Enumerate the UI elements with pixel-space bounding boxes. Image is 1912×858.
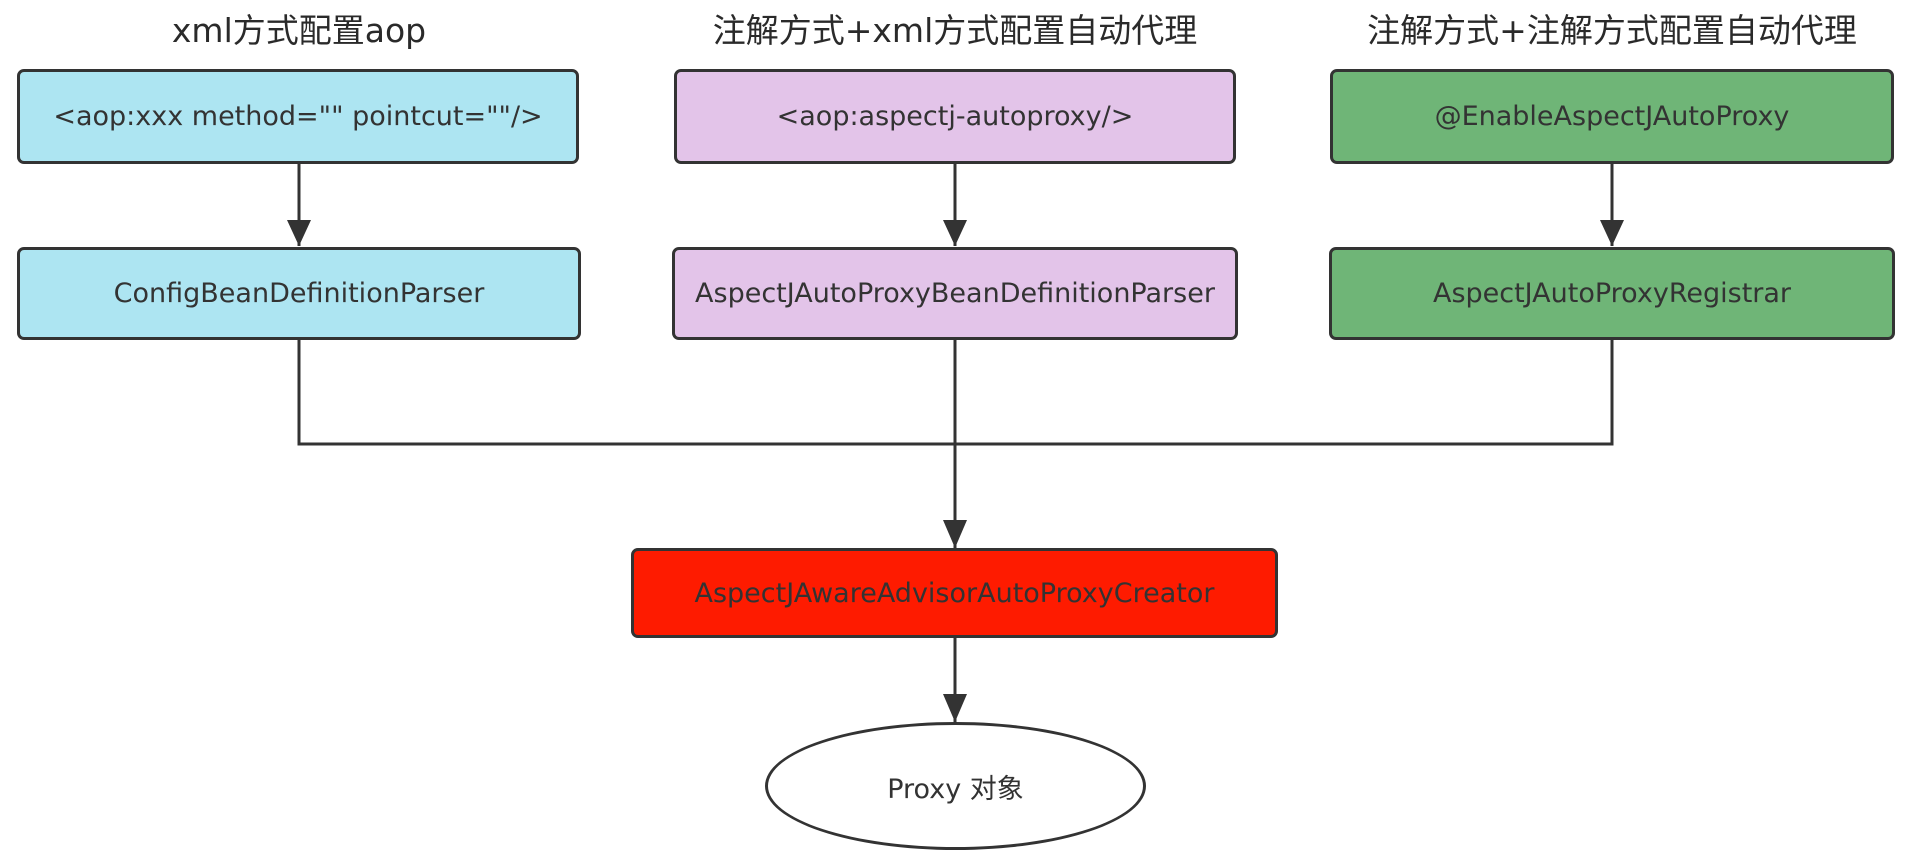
aop-xml-config-box: <aop:xxx method="" pointcut=""/> [17,69,579,164]
aspectj-autoproxy-registrar-box: AspectJAutoProxyRegistrar [1329,247,1895,340]
enable-aspectj-autoproxy-box: @EnableAspectJAutoProxy [1330,69,1894,164]
arrowhead-col1 [287,220,311,246]
aspectj-aware-advisor-auto-proxy-creator-box: AspectJAwareAdvisorAutoProxyCreator [631,548,1278,638]
arrowhead-col3 [1600,220,1624,246]
column-title-annotation-annotation-proxy: 注解方式+注解方式配置自动代理 [1367,11,1857,50]
config-bean-definition-parser-box: ConfigBeanDefinitionParser [17,247,581,340]
arrowhead-col2 [943,220,967,246]
column-title-xml-aop: xml方式配置aop [171,11,427,50]
arrowhead-proxy [943,694,967,722]
aspectj-autoproxy-xml-box: <aop:aspectj-autoproxy/> [674,69,1236,164]
column-title-annotation-xml-proxy: 注解方式+xml方式配置自动代理 [712,11,1198,50]
aspectj-autoproxy-bean-definition-parser-box: AspectJAutoProxyBeanDefinitionParser [672,247,1238,340]
proxy-object-ellipse: Proxy 对象 [765,722,1146,850]
arrowhead-creator [943,520,967,548]
